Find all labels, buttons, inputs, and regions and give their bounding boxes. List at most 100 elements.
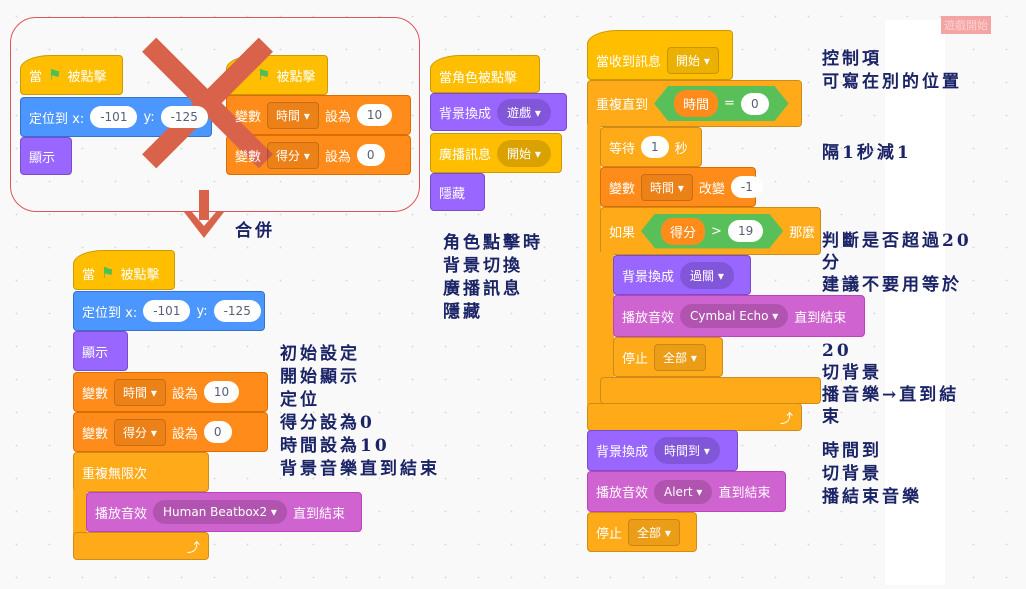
block-label: 改變 — [698, 181, 725, 197]
variable-dropdown[interactable]: 得分 ▾ — [114, 418, 166, 446]
broadcast-block[interactable]: 廣播訊息開始 ▾ — [430, 133, 562, 173]
stop-block[interactable]: 停止全部 ▾ — [613, 337, 723, 377]
note-line: 開始顯示 — [280, 367, 360, 387]
value-input[interactable]: 0 — [356, 144, 385, 166]
block-label: 當 — [29, 69, 43, 85]
sound-dropdown[interactable]: Human Beatbox2 ▾ — [153, 500, 287, 524]
wait-note: 隔1秒減1 — [822, 142, 912, 165]
block-label: y: — [196, 303, 208, 319]
variable-reporter[interactable]: 得分 — [661, 218, 705, 245]
block-label: 那麼 — [789, 225, 816, 241]
backdrop-dropdown[interactable]: 遊戲 ▾ — [497, 98, 551, 126]
stop-block[interactable]: 停止全部 ▾ — [587, 512, 697, 552]
block-label: 被點擊 — [276, 69, 316, 85]
time-up-note: 時間到切背景播結束音樂 — [822, 440, 922, 509]
when-flag-clicked-block[interactable]: 當⚑被點擊 — [73, 250, 175, 290]
message-dropdown[interactable]: 開始 ▾ — [667, 46, 719, 74]
block-label: 被點擊 — [67, 69, 107, 85]
switch-backdrop-block[interactable]: 背景換成過關 ▾ — [613, 255, 751, 295]
show-block[interactable]: 顯示 — [20, 137, 72, 175]
block-label: 當收到訊息 — [596, 54, 662, 70]
block-label: 變數 — [609, 181, 636, 197]
dropdown-value: 時間到 — [664, 444, 701, 458]
message-dropdown[interactable]: 開始 ▾ — [497, 139, 551, 167]
variable-dropdown[interactable]: 時間 ▾ — [114, 378, 166, 406]
block-label: 背景換成 — [622, 269, 675, 285]
note-line: 控制項 — [822, 49, 882, 69]
if-arm — [600, 252, 614, 380]
value-input[interactable]: 19 — [728, 220, 763, 242]
variable-reporter[interactable]: 時間 — [674, 90, 718, 117]
when-receive-block[interactable]: 當收到訊息開始 ▾ — [587, 30, 733, 80]
note-line: 播結束音樂 — [822, 487, 922, 507]
repeat-until-block[interactable]: 重複直到時間=0 — [587, 80, 802, 127]
dropdown-value: Human Beatbox2 — [163, 505, 268, 519]
block-label: 直到結束 — [718, 486, 771, 501]
note-line: 背景切換 — [443, 256, 523, 276]
value-input[interactable]: 10 — [356, 104, 393, 126]
if-then-block[interactable]: 如果得分>19 那麼 — [600, 207, 821, 255]
note-line: 定位 — [280, 390, 320, 410]
block-label: 顯示 — [82, 345, 109, 361]
repeat-bottom: ⤴ — [587, 403, 802, 431]
value-input[interactable]: -1 — [730, 176, 763, 198]
block-label: 變數 — [235, 109, 262, 125]
value-input[interactable]: 1 — [641, 136, 669, 158]
variable-dropdown[interactable]: 得分 ▾ — [267, 141, 319, 169]
hide-block[interactable]: 隱藏 — [430, 173, 485, 211]
block-label: 變數 — [82, 386, 109, 402]
block-label: 設為 — [171, 426, 198, 442]
switch-backdrop-block[interactable]: 背景換成時間到 ▾ — [587, 430, 738, 471]
block-label: 播放音效 — [622, 310, 675, 326]
x-input[interactable]: -101 — [143, 300, 191, 322]
dropdown-value: 得分 — [123, 425, 148, 440]
dropdown-value: 遊戲 — [507, 105, 532, 120]
backdrop-dropdown[interactable]: 時間到 ▾ — [654, 437, 720, 464]
backdrop-dropdown[interactable]: 過關 ▾ — [680, 261, 734, 289]
value-input[interactable]: 0 — [203, 421, 232, 443]
equals-operator[interactable]: 時間=0 — [654, 86, 789, 121]
when-flag-clicked-block[interactable]: 當⚑被點擊 — [20, 55, 123, 95]
block-label: 廣播訊息 — [439, 147, 492, 163]
sound-dropdown[interactable]: Cymbal Echo ▾ — [680, 304, 789, 328]
forever-bottom: ⤴ — [73, 532, 209, 560]
block-label: 如果 — [609, 225, 636, 241]
block-label: 設為 — [324, 149, 351, 165]
note-line: 分 — [822, 253, 842, 273]
merge-label: 合併 — [235, 221, 275, 241]
stop-dropdown[interactable]: 全部 ▾ — [654, 343, 706, 371]
x-input[interactable]: -101 — [90, 106, 138, 128]
y-input[interactable]: -125 — [213, 300, 261, 322]
greater-than-operator[interactable]: 得分>19 — [641, 214, 783, 249]
forever-block[interactable]: 重複無限次 — [73, 452, 209, 492]
change-variable-block[interactable]: 變數時間 ▾ 改變 -1 — [600, 167, 763, 207]
sound-dropdown[interactable]: Alert ▾ — [654, 479, 713, 504]
note-line: 初始設定 — [280, 344, 360, 364]
switch-backdrop-block[interactable]: 背景換成遊戲 ▾ — [430, 93, 567, 131]
dropdown-value: Alert — [664, 484, 693, 499]
when-sprite-clicked-block[interactable]: 當角色被點擊 — [430, 55, 540, 93]
value-input[interactable]: 0 — [741, 93, 769, 115]
down-arrow-icon — [184, 190, 224, 240]
variable-dropdown[interactable]: 時間 ▾ — [641, 173, 693, 201]
y-input[interactable]: -125 — [160, 106, 208, 128]
value-input[interactable]: 10 — [203, 381, 240, 403]
note-line: 隔1秒減1 — [822, 143, 912, 163]
variable-dropdown[interactable]: 時間 ▾ — [267, 101, 319, 129]
stop-dropdown[interactable]: 全部 ▾ — [628, 518, 680, 546]
control-note: 控制項可寫在別的位置 — [822, 48, 962, 94]
note-line: 背景音樂直到結束 — [280, 459, 440, 479]
show-block[interactable]: 顯示 — [73, 331, 128, 371]
